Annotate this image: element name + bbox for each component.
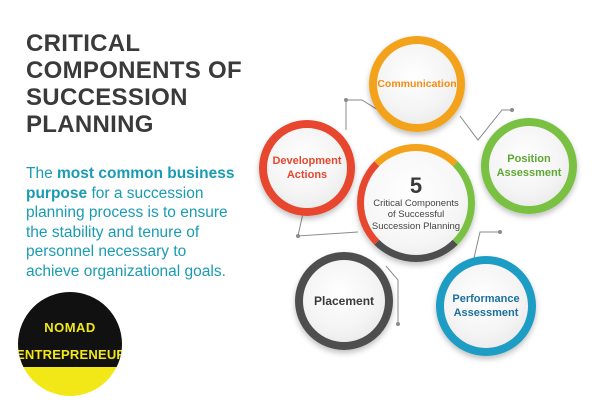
center-text: Critical Components of Successful Succes… xyxy=(371,197,461,232)
description: The most common business purpose for a s… xyxy=(26,164,241,281)
placement-label: Placement xyxy=(313,294,375,308)
performance-assessment-circle: Performance Assessment xyxy=(436,256,536,356)
connector-performance xyxy=(473,231,500,259)
communication-label: Communication xyxy=(377,78,457,90)
position-assessment-circle: Position Assessment xyxy=(481,118,577,214)
connector-dot-1 xyxy=(344,98,348,102)
connector-dot-4 xyxy=(498,230,502,234)
description-highlight: most common business purpose xyxy=(26,165,235,202)
description-before: The xyxy=(26,165,58,182)
nomad-entrepreneur-logo: NOMAD ENTREPRENEUR xyxy=(18,292,122,396)
connector-placement xyxy=(385,265,399,324)
logo-bottom-text: ENTREPRENEUR xyxy=(18,343,122,367)
position-assessment-label: Position Assessment xyxy=(496,153,562,179)
connector-position xyxy=(459,109,512,141)
page-title: CRITICAL COMPONENTS OF SUCCESSION PLANNI… xyxy=(26,30,242,138)
development-actions-label: Development Actions xyxy=(272,155,342,181)
connector-dot-5 xyxy=(396,322,400,326)
description-after: for a succession planning process is to … xyxy=(26,184,228,280)
center-circle: 5 Critical Components of Successful Succ… xyxy=(357,144,475,262)
communication-circle: Communication xyxy=(369,36,465,132)
development-actions-circle: Development Actions xyxy=(259,120,355,216)
connector-dot-2 xyxy=(510,108,514,112)
performance-assessment-label: Performance Assessment xyxy=(452,293,520,319)
connector-dot-3 xyxy=(296,234,300,238)
placement-circle: Placement xyxy=(295,252,393,350)
logo-top-text: NOMAD xyxy=(44,320,96,335)
center-number: 5 xyxy=(409,172,423,198)
